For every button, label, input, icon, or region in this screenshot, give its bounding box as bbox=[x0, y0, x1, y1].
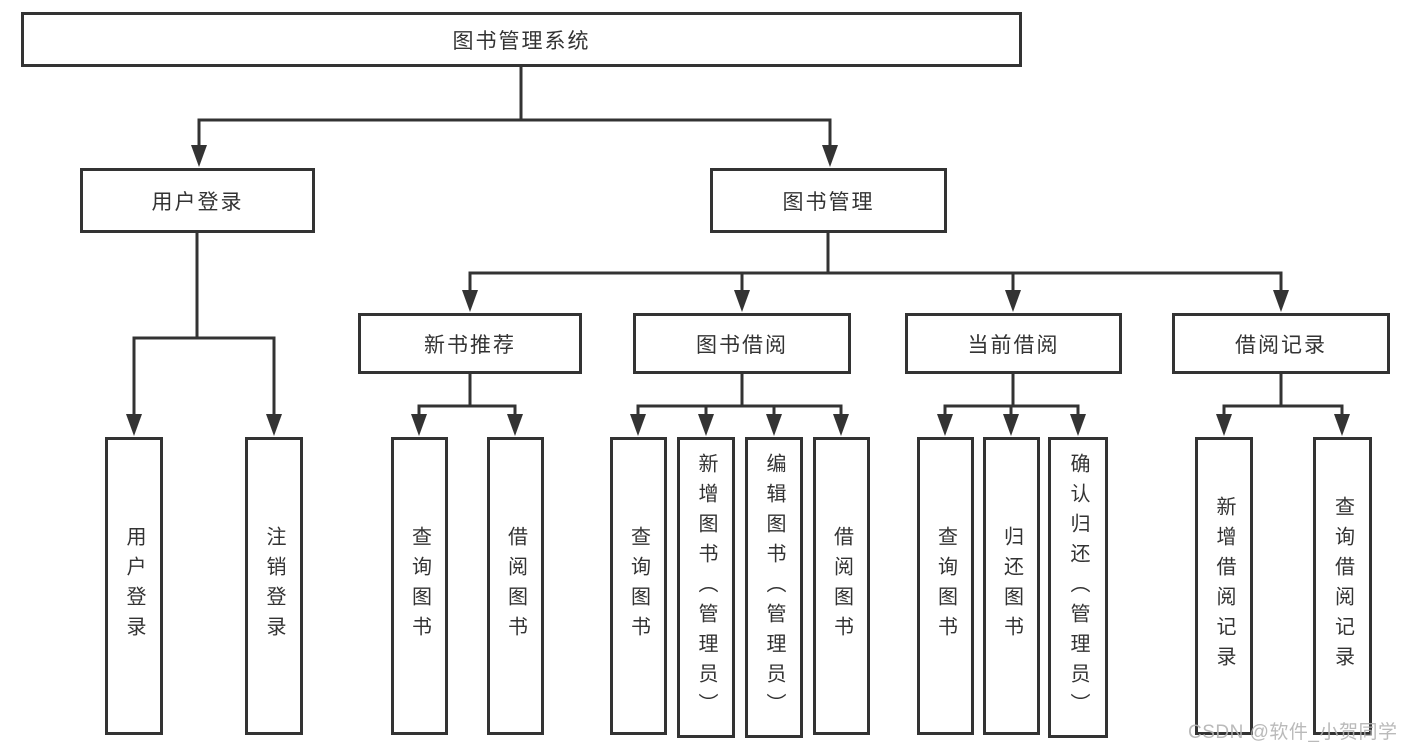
leaf-return-books: 归还图书 bbox=[983, 437, 1040, 735]
leaf-borrow-books-1: 借阅图书 bbox=[487, 437, 544, 735]
leaf-query-books-1: 查询图书 bbox=[391, 437, 448, 735]
leaf-logout: 注销登录 bbox=[245, 437, 303, 735]
node-new-book-recommend: 新书推荐 bbox=[358, 313, 582, 374]
arrowheads bbox=[126, 145, 1350, 436]
leaf-confirm-return-admin: 确认归还（管理员） bbox=[1048, 437, 1108, 738]
node-user-login: 用户登录 bbox=[80, 168, 315, 233]
node-root-system: 图书管理系统 bbox=[21, 12, 1022, 67]
leaf-add-borrow-record: 新增借阅记录 bbox=[1195, 437, 1253, 735]
csdn-watermark: CSDN @软件_小贺同学 bbox=[1188, 722, 1398, 743]
leaf-query-borrow-record: 查询借阅记录 bbox=[1313, 437, 1372, 735]
node-borrowing-records: 借阅记录 bbox=[1172, 313, 1390, 374]
leaf-user-login: 用户登录 bbox=[105, 437, 163, 735]
node-book-borrowing: 图书借阅 bbox=[633, 313, 851, 374]
node-book-management: 图书管理 bbox=[710, 168, 947, 233]
leaf-query-books-3: 查询图书 bbox=[917, 437, 974, 735]
node-current-borrowing: 当前借阅 bbox=[905, 313, 1122, 374]
leaf-borrow-books-2: 借阅图书 bbox=[813, 437, 870, 735]
leaf-query-books-2: 查询图书 bbox=[610, 437, 667, 735]
leaf-add-books-admin: 新增图书（管理员） bbox=[677, 437, 735, 738]
leaf-edit-books-admin: 编辑图书（管理员） bbox=[745, 437, 803, 738]
